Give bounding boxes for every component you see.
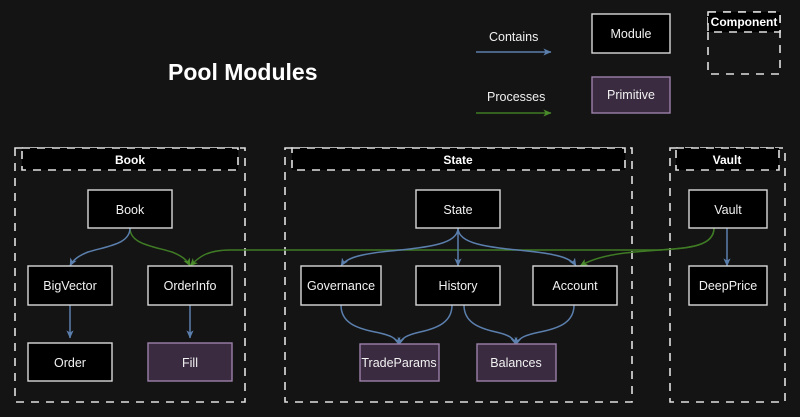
group-state-header — [291, 147, 626, 171]
node-orderinfo-label: OrderInfo — [164, 279, 217, 293]
edge-book-to-bigvector — [69, 227, 131, 267]
node-book-box — [87, 189, 173, 229]
group-vault-label: Vault — [713, 153, 742, 167]
edge-history-to-tradeparams — [397, 304, 453, 346]
node-tradeparams-label: TradeParams — [361, 356, 436, 370]
group-state-label: State — [443, 153, 473, 167]
legend: Contains Processes Module Primitive Comp… — [476, 11, 781, 117]
node-orderinfo-box — [147, 265, 233, 306]
node-governance-box — [300, 265, 382, 306]
node-balances[interactable]: Balances — [476, 343, 557, 382]
node-tradeparams[interactable]: TradeParams — [359, 343, 440, 382]
legend-contains-label: Contains — [489, 30, 538, 44]
node-history-box — [415, 265, 501, 306]
edge-history-to-balances — [463, 304, 518, 346]
node-account[interactable]: Account — [532, 265, 618, 306]
edge-vault-to-account — [579, 227, 715, 267]
node-tradeparams-box — [359, 343, 440, 382]
group-state[interactable]: State — [284, 147, 633, 403]
legend-primitive-swatch — [591, 76, 671, 114]
node-vault-box — [688, 189, 768, 229]
node-order-label: Order — [54, 356, 86, 370]
group-vault[interactable]: Vault — [669, 147, 786, 403]
edge-governance-to-tradeparams — [340, 304, 401, 346]
edge-state-to-governance — [340, 227, 459, 267]
node-vault-label: Vault — [714, 203, 742, 217]
node-state[interactable]: State — [415, 189, 501, 229]
node-state-box — [415, 189, 501, 229]
node-deepprice[interactable]: DeepPrice — [688, 265, 768, 306]
legend-component-header — [707, 11, 781, 33]
node-order[interactable]: Order — [27, 342, 113, 382]
node-state-label: State — [443, 203, 472, 217]
node-deepprice-label: DeepPrice — [699, 279, 757, 293]
node-bigvector-label: BigVector — [43, 279, 97, 293]
group-book-outline — [14, 147, 246, 403]
node-fill-box — [147, 342, 233, 382]
node-account-label: Account — [552, 279, 598, 293]
group-vault-header — [675, 147, 780, 171]
node-balances-box — [476, 343, 557, 382]
node-bigvector-box — [27, 265, 113, 306]
node-history-label: History — [439, 279, 479, 293]
legend-module-label: Module — [611, 27, 652, 41]
node-governance[interactable]: Governance — [300, 265, 382, 306]
node-governance-label: Governance — [307, 279, 375, 293]
node-account-box — [532, 265, 618, 306]
edge-book-to-orderinfo — [129, 227, 191, 267]
legend-primitive-label: Primitive — [607, 88, 655, 102]
legend-component-label: Component — [711, 15, 778, 29]
node-history[interactable]: History — [415, 265, 501, 306]
group-book-header — [21, 147, 239, 171]
edges-layer — [66, 227, 731, 346]
node-orderinfo[interactable]: OrderInfo — [147, 265, 233, 306]
node-fill-label: Fill — [182, 356, 198, 370]
edge-account-to-balances — [514, 304, 575, 346]
node-balances-label: Balances — [490, 356, 541, 370]
nodes-layer: Book BigVector OrderInfo Order Fill Stat… — [27, 189, 768, 382]
legend-processes-label: Processes — [487, 90, 545, 104]
node-deepprice-box — [688, 265, 768, 306]
node-book-label: Book — [116, 203, 145, 217]
node-bigvector[interactable]: BigVector — [27, 265, 113, 306]
node-vault[interactable]: Vault — [688, 189, 768, 229]
group-book[interactable]: Book — [14, 147, 246, 403]
node-book[interactable]: Book — [87, 189, 173, 229]
node-fill[interactable]: Fill — [147, 342, 233, 382]
group-vault-outline — [669, 147, 786, 403]
group-book-label: Book — [115, 153, 145, 167]
edge-state-to-account — [457, 227, 577, 267]
legend-module-swatch — [591, 13, 671, 54]
node-order-box — [27, 342, 113, 382]
page-title: Pool Modules — [168, 59, 318, 85]
